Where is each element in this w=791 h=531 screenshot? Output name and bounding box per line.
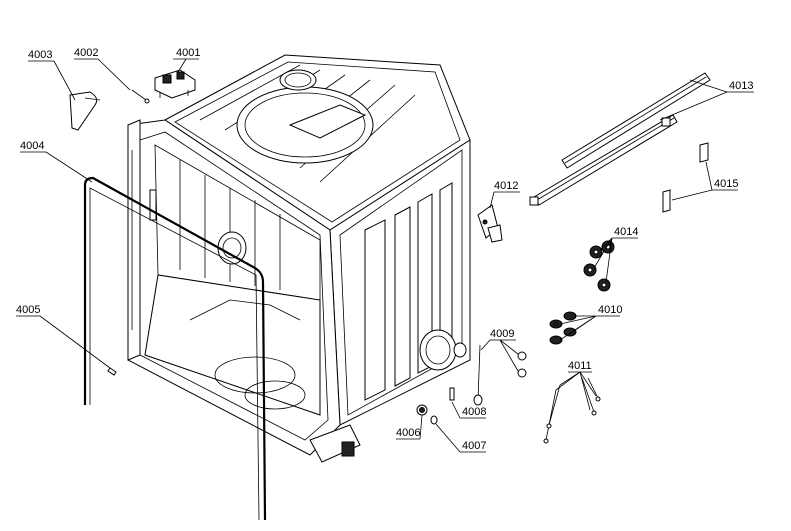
part-4005-screw: [107, 367, 117, 376]
label-4015: 4015: [714, 178, 738, 190]
part-4009-hose-rings: [473, 344, 527, 406]
dishwasher-tub: [127, 54, 471, 463]
part-4008-pin: [449, 387, 455, 401]
part-4003-bracket: [69, 91, 101, 131]
leader-lines: [16, 58, 754, 453]
label-4005: 4005: [16, 304, 40, 316]
label-4001: 4001: [176, 47, 200, 59]
part-4013-rails: [529, 72, 711, 206]
label-4008: 4008: [462, 406, 486, 418]
label-4006: 4006: [396, 427, 420, 439]
part-4012-hinge: [477, 204, 503, 243]
label-4013: 4013: [729, 80, 753, 92]
part-4015-clips: [662, 142, 709, 213]
label-4007: 4007: [462, 440, 486, 452]
label-4003: 4003: [28, 49, 52, 61]
part-4014-wheels: [583, 240, 615, 292]
door-gasket-part: [83, 176, 267, 521]
label-4011: 4011: [568, 360, 592, 372]
part-4002-pin: [131, 89, 150, 104]
part-4007-washer: [430, 415, 438, 425]
label-4010: 4010: [598, 304, 622, 316]
label-4014: 4014: [614, 226, 638, 238]
label-4012: 4012: [494, 180, 518, 192]
part-4011-screws: [543, 377, 601, 444]
label-4004: 4004: [20, 140, 44, 152]
part-4006-nut: [416, 404, 428, 416]
label-4009: 4009: [490, 328, 514, 340]
part-labels: 4001 4002 4003 4004 4005 4006 4007 4008 …: [16, 47, 753, 452]
part-4010-wheels: [549, 311, 577, 345]
part-4001-block: [154, 69, 196, 99]
label-4002: 4002: [74, 47, 98, 59]
